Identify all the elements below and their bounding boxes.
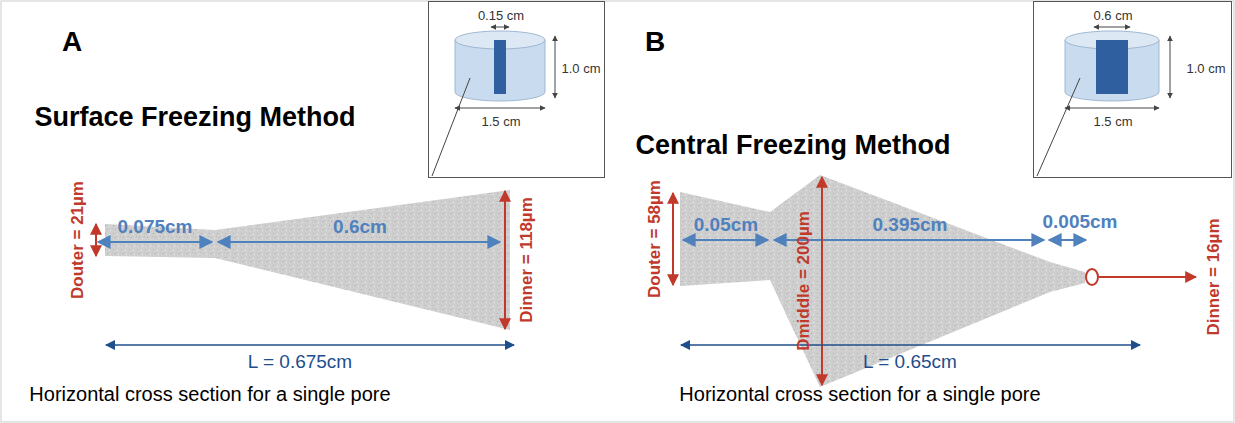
dimension-arrow (774, 239, 1044, 241)
diameter-arrow (504, 191, 506, 329)
length-arrow (681, 344, 1140, 346)
panel-letter: A (62, 27, 82, 58)
dimension-arrow (98, 241, 212, 243)
diameter-arrow (95, 224, 97, 256)
dimension-label: 0.395cm (872, 215, 947, 236)
diameter-label: Dinner = 118µm (518, 197, 537, 323)
sample-cylinder (432, 27, 555, 176)
dimension-arrow (1049, 239, 1086, 241)
method-title: Surface Freezing Method (34, 103, 355, 133)
diameter-arrow (821, 177, 823, 385)
inset-dimension: 1.0 cm (561, 62, 600, 76)
diameter-marker (1086, 269, 1098, 285)
length-label: L = 0.65cm (863, 352, 957, 373)
diameter-label: Douter = 58µm (646, 180, 665, 298)
method-title: Central Freezing Method (635, 131, 950, 161)
inset-dimension: 0.15 cm (478, 9, 524, 23)
diameter-label: Dinner = 16µm (1205, 218, 1224, 335)
caption-text: Horizontal cross section for a single po… (29, 383, 390, 405)
pore-shape (105, 190, 510, 330)
inset-dimension: 1.0 cm (1186, 62, 1225, 76)
dimension-label: 0.05cm (694, 215, 758, 236)
leader-arrow (1099, 276, 1196, 278)
dimension-arrow (683, 239, 768, 241)
inset-box: 0.15 cm 1.0 cm 1.5 cm (428, 1, 605, 178)
diameter-label: Dmiddle = 200µm (795, 211, 814, 351)
panel-letter: B (645, 27, 665, 58)
dimension-label: 0.6cm (333, 217, 387, 238)
caption-text: Horizontal cross section for a single po… (679, 383, 1040, 405)
diameter-label: Douter = 21µm (69, 181, 88, 299)
inset-box: 0.6 cm 1.0 cm 1.5 cm (1033, 1, 1232, 178)
inset-dimension: 1.5 cm (481, 115, 520, 129)
inset-dimension: 0.6 cm (1093, 9, 1132, 23)
diameter-arrow (672, 193, 674, 285)
dimension-label: 0.075cm (117, 217, 192, 238)
length-label: L = 0.675cm (248, 352, 352, 373)
pore-shape (680, 175, 1085, 387)
dimension-arrow (218, 241, 500, 243)
length-arrow (106, 344, 514, 346)
inset-dimension: 1.5 cm (1093, 115, 1132, 129)
dimension-label: 0.005cm (1042, 212, 1117, 233)
sample-cylinder (1037, 27, 1170, 176)
